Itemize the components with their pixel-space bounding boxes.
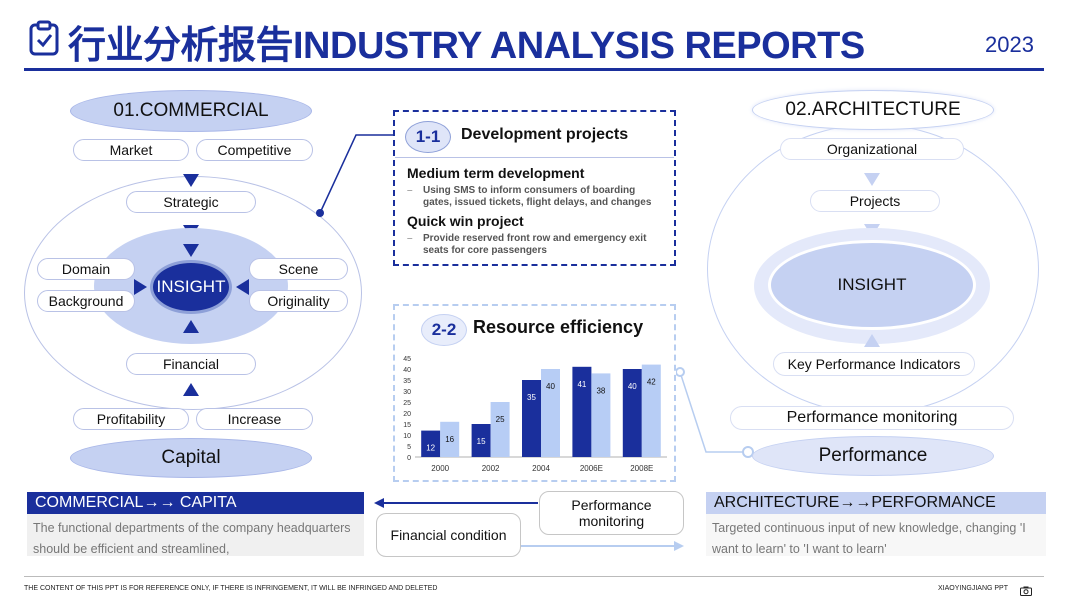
bar (421, 430, 441, 457)
arrow-up-icon (183, 383, 199, 396)
footer-divider (24, 576, 1044, 577)
box-title: Resource efficiency (473, 317, 644, 337)
bar-data-label: 35 (527, 393, 536, 402)
box-divider (395, 157, 674, 158)
bar (541, 369, 560, 457)
bar (641, 364, 661, 457)
y-tick-label: 20 (403, 411, 411, 418)
performance-monitoring-box: Performance monitoring (539, 491, 684, 535)
commercial-capita-text: The functional departments of the compan… (27, 514, 364, 556)
arrow-right-icon (134, 279, 147, 295)
y-tick-label: 10 (403, 433, 411, 440)
page-title: 行业分析报告INDUSTRY ANALYSIS REPORTS (68, 25, 865, 67)
capital-ellipse: Capital (70, 438, 312, 478)
footer-disclaimer: THE CONTENT OF THIS PPT IS FOR REFERENCE… (24, 585, 438, 592)
profitability-pill: Profitability (73, 408, 189, 430)
development-projects-box: 1-1 Development projects Medium term dev… (393, 110, 676, 266)
y-tick-label: 0 (407, 455, 411, 462)
insight-circle: INSIGHT (768, 240, 976, 330)
arrow-down-icon (864, 173, 880, 186)
bar-data-label: 16 (445, 435, 454, 444)
arrow-down-icon (183, 174, 199, 187)
x-tick-label: 2008E (630, 464, 653, 473)
scene-pill: Scene (249, 258, 348, 280)
section-badge: 2-2 (421, 314, 467, 346)
bar-data-label: 42 (647, 378, 656, 387)
item-text: –Using SMS to inform consumers of boardi… (407, 185, 652, 208)
item-heading: Medium term development (407, 165, 585, 181)
bar (471, 424, 491, 457)
background-pill: Background (37, 290, 135, 312)
bar (591, 373, 611, 457)
architecture-performance-text: Targeted continuous input of new knowled… (706, 514, 1046, 556)
performance-monitoring-pill: Performance monitoring (730, 406, 1014, 430)
x-tick-label: 2002 (482, 464, 500, 473)
x-tick-label: 2004 (532, 464, 550, 473)
bar (490, 402, 510, 457)
commercial-capita-title: COMMERCIAL→→ CAPITA (27, 492, 364, 514)
bar-chart: 0 5 10 15 20 25 30 35 40 45 12 16 2000 15 25 2002 35 40 20… (403, 356, 667, 473)
y-tick-label: 45 (403, 356, 411, 363)
bar-data-label: 25 (496, 415, 505, 424)
y-tick-label: 15 (403, 422, 411, 429)
originality-pill: Originality (249, 290, 348, 312)
camera-icon (1020, 583, 1032, 601)
bar-data-label: 12 (426, 444, 435, 453)
market-pill: Market (73, 139, 189, 161)
commercial-heading: 01.COMMERCIAL (70, 90, 312, 132)
clipboard-icon (28, 20, 60, 56)
footer-brand: XIAOYINGJIANG PPT (937, 585, 1008, 592)
kpi-pill: Key Performance Indicators (773, 352, 975, 376)
organizational-pill: Organizational (780, 138, 964, 160)
year-label: 2023 (985, 32, 1034, 57)
y-tick-label: 35 (403, 378, 411, 385)
bar-data-label: 40 (546, 382, 555, 391)
section-badge: 1-1 (405, 121, 451, 153)
y-tick-label: 5 (407, 444, 411, 451)
arrow-down-icon (183, 244, 199, 257)
flow-arrows (374, 498, 684, 551)
domain-pill: Domain (37, 258, 135, 280)
arrow-up-icon (864, 334, 880, 347)
arrow-left-icon (236, 279, 249, 295)
bar-data-label: 40 (628, 382, 637, 391)
architecture-heading: 02.ARCHITECTURE (752, 90, 994, 130)
architecture-performance-title: ARCHITECTURE→→PERFORMANCE (706, 492, 1046, 514)
bar-data-label: 15 (477, 437, 486, 446)
performance-ellipse: Performance (752, 436, 994, 476)
increase-pill: Increase (196, 408, 313, 430)
financial-pill: Financial (126, 353, 256, 375)
bar-data-label: 38 (596, 386, 605, 395)
strategic-pill: Strategic (126, 191, 256, 213)
insight-circle: INSIGHT (150, 260, 232, 314)
y-tick-label: 30 (403, 389, 411, 396)
header-divider (24, 68, 1044, 71)
arrow-up-icon (183, 320, 199, 333)
y-tick-label: 25 (403, 400, 411, 407)
projects-pill: Projects (810, 190, 940, 212)
financial-condition-box: Financial condition (376, 513, 521, 557)
competitive-pill: Competitive (196, 139, 313, 161)
bar (572, 366, 592, 457)
x-tick-label: 2006E (580, 464, 603, 473)
item-heading: Quick win project (407, 213, 524, 229)
item-text: –Provide reserved front row and emergenc… (407, 233, 647, 256)
bar (622, 369, 642, 457)
bar-data-label: 41 (577, 380, 586, 389)
x-tick-label: 2000 (431, 464, 449, 473)
y-tick-label: 40 (403, 367, 411, 374)
bar (522, 380, 541, 457)
bar (440, 421, 460, 457)
box-title: Development projects (461, 126, 629, 143)
resource-efficiency-box: 2-2 Resource efficiency 0 5 10 15 20 25 30 35 40… (393, 304, 676, 482)
